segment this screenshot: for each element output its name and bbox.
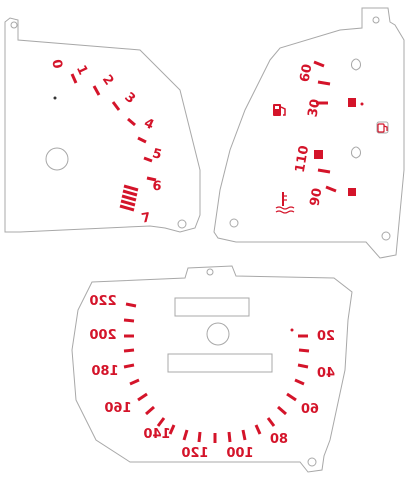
- speed-label: 100: [226, 446, 253, 461]
- tick: [137, 392, 148, 402]
- speedometer-mount-hole-top: [206, 268, 214, 276]
- redzone-bar: [120, 199, 136, 207]
- tick: [168, 424, 176, 435]
- thermometer-icon: [275, 192, 295, 214]
- odometer-window-bottom: [167, 353, 273, 373]
- tick: [145, 405, 155, 416]
- tick: [241, 429, 247, 441]
- tick: [123, 348, 135, 353]
- speed-label: 220: [89, 294, 116, 309]
- tachometer-plate: 0 1 2 3 4 5 6 7: [4, 17, 201, 233]
- speed-label: 160: [104, 401, 131, 416]
- tick: [254, 424, 262, 435]
- fuel-warning-window: [376, 121, 389, 134]
- tick: [227, 431, 232, 443]
- tachometer-outline: [4, 17, 201, 233]
- fuel-temp-mount-hole-top: [372, 16, 380, 24]
- tachometer-mount-hole: [177, 219, 187, 229]
- tick: [182, 429, 189, 441]
- speedometer-plate: 220 200 180 160 140 120 100 80 60 40 20: [71, 265, 353, 473]
- speed-label: 40: [317, 366, 335, 381]
- redzone-bar: [121, 194, 137, 202]
- tachometer-label: 0: [48, 58, 64, 70]
- fuel-pivot-mark: [351, 58, 361, 71]
- tick: [137, 136, 147, 144]
- tick: [129, 378, 140, 386]
- speed-label: 60: [301, 402, 319, 417]
- tick: [286, 392, 297, 402]
- speed-label: 80: [270, 432, 288, 447]
- temp-hot-block: [314, 150, 323, 159]
- speedometer-outline: [71, 265, 353, 473]
- temp-label: 110: [293, 144, 312, 173]
- fuel-temp-mount-hole: [229, 218, 239, 228]
- tachometer-label: 6: [152, 179, 162, 195]
- tick: [298, 348, 310, 353]
- tick: [317, 80, 331, 86]
- temp-label: 90: [308, 187, 326, 207]
- tick: [294, 378, 305, 386]
- fuel-reserve-block: [348, 98, 356, 107]
- temp-pivot-mark: [351, 146, 361, 159]
- tick: [123, 363, 135, 369]
- tick: [143, 156, 153, 163]
- tick: [146, 176, 157, 182]
- tick: [70, 73, 78, 84]
- speedometer-mount-hole-bottom: [307, 457, 317, 467]
- speed-label: 20: [317, 329, 335, 344]
- tick: [297, 363, 309, 369]
- fuel-label: 60: [298, 63, 316, 83]
- tick: [156, 417, 166, 427]
- fuel-empty-dot: [360, 102, 364, 106]
- tick: [266, 417, 276, 427]
- redzone-bar: [122, 189, 138, 197]
- tick: [123, 318, 135, 323]
- tick: [317, 168, 331, 174]
- speedometer-pivot-hole: [206, 322, 230, 346]
- speed-label: 120: [181, 446, 208, 461]
- fuel-pump-icon: [273, 104, 286, 116]
- temp-cold-block: [348, 188, 356, 196]
- speedometer-dot: [290, 328, 294, 332]
- odometer-window-top: [174, 297, 250, 317]
- tick: [111, 101, 121, 111]
- speed-label: 200: [89, 328, 116, 343]
- speed-label: 180: [91, 364, 118, 379]
- speed-label: 140: [143, 427, 170, 442]
- tick: [313, 60, 325, 68]
- tachometer-dot: [53, 96, 57, 100]
- tick: [197, 431, 202, 443]
- tick: [277, 405, 287, 416]
- tachometer-pivot-hole: [45, 147, 69, 171]
- redzone-bar: [123, 184, 139, 192]
- tachometer-label: 7: [140, 210, 152, 226]
- tachometer-label: 5: [151, 146, 164, 163]
- fuel-temp-outline: [213, 7, 405, 259]
- tick: [92, 85, 101, 96]
- tachometer-mount-hole-top: [10, 21, 18, 29]
- tick: [127, 117, 136, 127]
- fuel-label: 30: [306, 98, 324, 118]
- redzone-bar: [119, 204, 135, 212]
- fuel-warning-icon: [377, 123, 388, 133]
- fuel-temp-plate: 60 30 110 90: [213, 7, 405, 259]
- tick: [125, 302, 137, 308]
- tick: [325, 185, 337, 193]
- fuel-temp-mount-hole-right: [381, 231, 391, 241]
